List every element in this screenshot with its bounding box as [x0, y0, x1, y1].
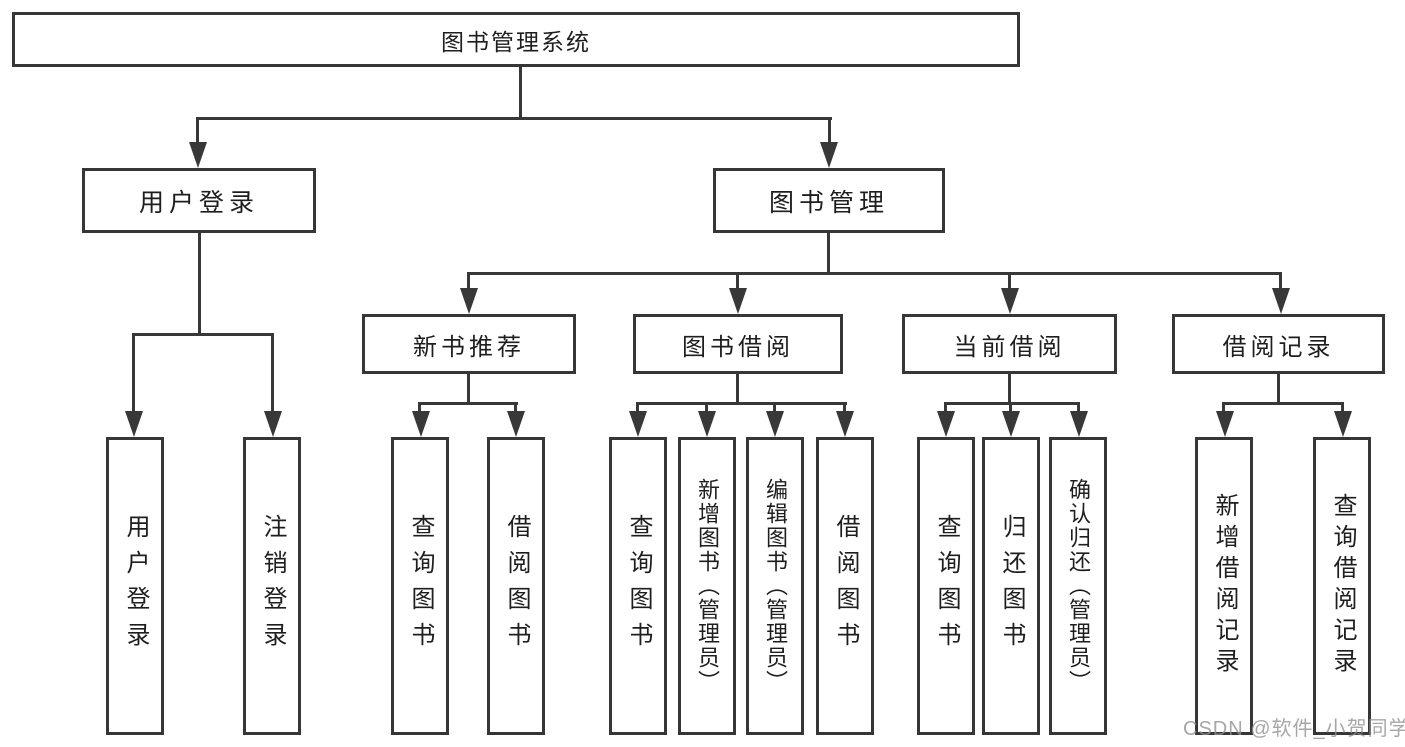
- leaf-label: 借阅图书: [503, 514, 530, 658]
- leaf-query-books-borrow: 查询图书: [609, 437, 667, 735]
- connector-segment: [944, 402, 947, 414]
- connector-segment: [843, 402, 846, 414]
- leaf-edit-books-admin: 编辑图书（管理员）: [746, 437, 804, 735]
- node-borrow-records: 借阅记录: [1172, 314, 1385, 374]
- leaf-label: 新增图书（管理员）: [695, 478, 720, 694]
- connector-arrowhead: [412, 411, 430, 437]
- connector-segment: [196, 117, 832, 120]
- connector-segment: [736, 272, 739, 290]
- connector-arrowhead: [189, 142, 207, 168]
- leaf-label: 注销登录: [259, 514, 286, 658]
- connector-arrowhead: [1002, 411, 1020, 437]
- connector-arrowhead: [1272, 288, 1290, 314]
- connector-arrowhead: [820, 142, 838, 168]
- connector-segment: [418, 402, 421, 414]
- connector-arrowhead: [766, 411, 784, 437]
- leaf-add-books-admin: 新增图书（管理员）: [678, 437, 736, 735]
- connector-segment: [132, 333, 135, 413]
- connector-arrowhead: [125, 411, 143, 437]
- leaf-confirm-return-admin: 确认归还（管理员）: [1049, 437, 1107, 735]
- connector-segment: [196, 117, 199, 146]
- connector-segment: [467, 272, 1282, 275]
- connector-arrowhead: [1216, 411, 1234, 437]
- connector-arrowhead: [629, 411, 647, 437]
- connector-arrowhead: [1070, 411, 1088, 437]
- leaf-label: 查询借阅记录: [1329, 493, 1356, 679]
- connector-segment: [636, 402, 847, 405]
- connector-arrowhead: [729, 288, 747, 314]
- connector-segment: [1077, 402, 1080, 414]
- connector-arrowhead: [264, 411, 282, 437]
- connector-segment: [514, 402, 517, 414]
- connector-segment: [636, 402, 639, 414]
- connector-arrowhead: [836, 411, 854, 437]
- connector-segment: [467, 272, 470, 290]
- connector-segment: [1222, 402, 1225, 414]
- connector-segment: [944, 402, 1080, 405]
- node-book-management: 图书管理: [713, 168, 945, 233]
- leaf-user-login: 用户登录: [106, 437, 164, 735]
- connector-arrowhead: [1001, 288, 1019, 314]
- connector-segment: [773, 402, 776, 414]
- connector-segment: [1222, 402, 1344, 405]
- leaf-borrow-books-recommend: 借阅图书: [487, 437, 545, 735]
- connector-segment: [132, 333, 274, 336]
- node-user-login: 用户登录: [82, 168, 316, 233]
- connector-segment: [198, 233, 201, 336]
- leaf-label: 归还图书: [998, 514, 1025, 658]
- connector-arrowhead: [1334, 411, 1352, 437]
- leaf-label: 借阅图书: [832, 514, 859, 658]
- connector-segment: [519, 67, 522, 120]
- leaf-borrow-books: 借阅图书: [816, 437, 874, 735]
- connector-segment: [827, 233, 830, 275]
- connector-arrowhead: [507, 411, 525, 437]
- connector-segment: [828, 117, 831, 146]
- connector-segment: [736, 373, 739, 405]
- connector-segment: [1277, 373, 1280, 405]
- leaf-label: 查询图书: [933, 514, 960, 658]
- connector-segment: [705, 402, 708, 414]
- leaf-label: 新增借阅记录: [1211, 493, 1238, 679]
- connector-segment: [1279, 272, 1282, 290]
- leaf-return-books: 归还图书: [982, 437, 1040, 735]
- leaf-label: 编辑图书（管理员）: [763, 478, 788, 694]
- leaf-label: 确认归还（管理员）: [1066, 478, 1091, 694]
- connector-arrowhead: [698, 411, 716, 437]
- connector-segment: [467, 373, 470, 405]
- connector-segment: [1008, 373, 1011, 405]
- connector-segment: [1341, 402, 1344, 414]
- leaf-add-borrow-record: 新增借阅记录: [1195, 437, 1253, 735]
- leaf-logout: 注销登录: [243, 437, 301, 735]
- leaf-query-books-recommend: 查询图书: [391, 437, 449, 735]
- connector-segment: [418, 402, 518, 405]
- node-book-borrow: 图书借阅: [633, 314, 843, 374]
- connector-arrowhead: [937, 411, 955, 437]
- leaf-query-books-current: 查询图书: [917, 437, 975, 735]
- connector-segment: [1008, 272, 1011, 290]
- leaf-label: 查询图书: [625, 514, 652, 658]
- leaf-label: 查询图书: [407, 514, 434, 658]
- connector-segment: [271, 333, 274, 413]
- connector-arrowhead: [460, 288, 478, 314]
- connector-segment: [1009, 402, 1012, 414]
- leaf-label: 用户登录: [122, 514, 149, 658]
- node-root-library-system: 图书管理系统: [12, 12, 1020, 67]
- watermark: CSDN @软件_小贺同学: [1183, 718, 1405, 740]
- leaf-query-borrow-record: 查询借阅记录: [1313, 437, 1371, 735]
- node-new-book-recommend: 新书推荐: [362, 314, 576, 374]
- node-current-borrow: 当前借阅: [902, 314, 1117, 374]
